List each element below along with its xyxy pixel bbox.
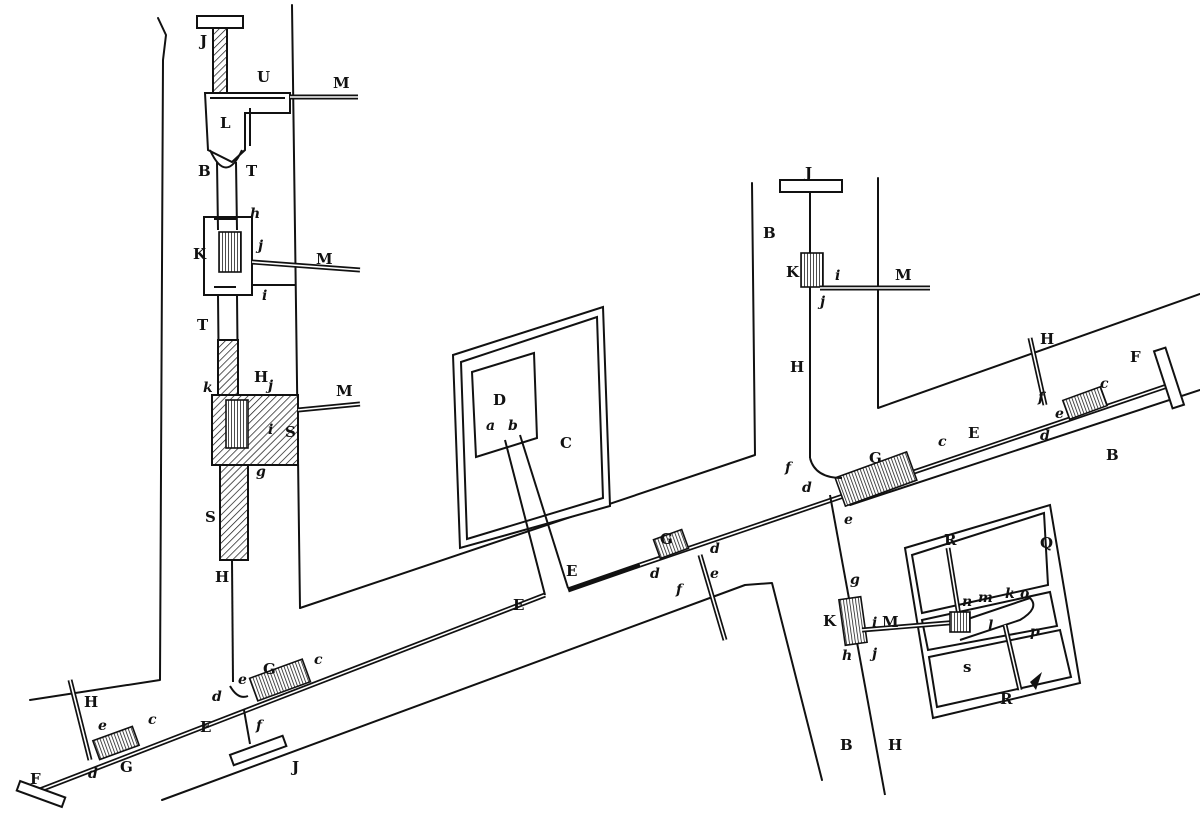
label-b: B bbox=[198, 162, 211, 180]
label-i: i bbox=[268, 422, 273, 438]
label-c-small: c bbox=[314, 652, 323, 668]
label-t: T bbox=[246, 162, 258, 180]
main-tube-center-right bbox=[639, 337, 1186, 641]
label-u: U bbox=[257, 68, 270, 86]
label-d-small: d bbox=[710, 541, 720, 557]
label-i: i bbox=[262, 288, 267, 304]
label-m: M bbox=[316, 250, 333, 268]
label-g: G bbox=[120, 758, 133, 776]
diagram-labels: J U M L B T h K j M i T k H j M i S g S … bbox=[30, 32, 1141, 788]
room-c bbox=[451, 305, 612, 550]
label-o: o bbox=[1020, 586, 1029, 602]
main-tube-bottom-left bbox=[15, 434, 641, 809]
label-e-small: e bbox=[98, 718, 107, 734]
label-m: M bbox=[882, 613, 899, 631]
label-r: R bbox=[1000, 690, 1013, 708]
left-vertical-tube bbox=[196, 15, 361, 683]
label-b: B bbox=[840, 736, 853, 754]
label-h: H bbox=[790, 358, 804, 376]
label-e: E bbox=[200, 718, 211, 736]
label-m: M bbox=[336, 382, 353, 400]
label-m: M bbox=[333, 74, 350, 92]
label-d-small: d bbox=[212, 689, 222, 705]
label-j-small: j bbox=[817, 294, 825, 310]
label-f: F bbox=[30, 770, 41, 788]
label-s: S bbox=[285, 423, 296, 441]
label-m-small: m bbox=[978, 590, 993, 606]
label-k-small: k bbox=[1005, 586, 1015, 602]
label-b: B bbox=[1106, 446, 1119, 464]
label-d-small: d bbox=[1040, 428, 1050, 444]
label-q: Q bbox=[1040, 534, 1053, 552]
label-c-small: c bbox=[938, 434, 947, 450]
label-g: G bbox=[869, 449, 882, 467]
label-m: M bbox=[895, 266, 912, 284]
label-r: R bbox=[944, 531, 957, 549]
label-h: H bbox=[254, 368, 268, 386]
label-t: T bbox=[197, 316, 209, 334]
label-c-small: c bbox=[1100, 376, 1109, 392]
label-f-small: f bbox=[675, 582, 685, 598]
label-k-small: k bbox=[203, 380, 213, 396]
label-d-room: D bbox=[493, 391, 506, 409]
label-i: i bbox=[835, 268, 840, 284]
label-h-small: h bbox=[842, 648, 852, 664]
label-d-small: d bbox=[88, 766, 98, 782]
label-j-small: j bbox=[869, 646, 877, 662]
label-h: H bbox=[215, 568, 229, 586]
right-vertical-tube bbox=[779, 179, 961, 796]
label-e-small: e bbox=[1055, 406, 1064, 422]
label-e: E bbox=[513, 596, 524, 614]
label-e-small: e bbox=[238, 672, 247, 688]
label-b: B bbox=[763, 224, 776, 242]
label-f-small: f bbox=[784, 460, 794, 476]
label-f-small: f bbox=[1037, 390, 1047, 406]
label-b-small: b bbox=[508, 418, 518, 434]
label-n: n bbox=[962, 594, 972, 610]
label-l: L bbox=[220, 114, 231, 132]
label-g-small: g bbox=[850, 572, 860, 588]
label-p: p bbox=[1030, 624, 1040, 640]
label-d-small: d bbox=[802, 480, 812, 496]
label-j: J bbox=[803, 164, 812, 182]
label-i: i bbox=[872, 615, 877, 631]
label-k: K bbox=[823, 612, 837, 630]
label-j-small: j bbox=[265, 378, 273, 394]
label-c-room: C bbox=[560, 434, 572, 452]
label-f: F bbox=[1130, 348, 1141, 366]
label-e: E bbox=[566, 562, 577, 580]
label-s: s bbox=[963, 658, 971, 676]
label-g: g bbox=[256, 464, 266, 480]
label-f-small: f bbox=[255, 718, 265, 734]
label-j: J bbox=[198, 32, 207, 50]
label-h: H bbox=[1040, 330, 1054, 348]
label-a: a bbox=[486, 418, 495, 434]
building-walls bbox=[29, 4, 1200, 801]
receiver-apparatus bbox=[945, 547, 1042, 691]
label-e-small: e bbox=[710, 566, 719, 582]
label-d-small: d bbox=[650, 566, 660, 582]
label-l: l bbox=[988, 618, 993, 634]
label-h: h bbox=[250, 206, 260, 222]
label-g: G bbox=[263, 660, 276, 678]
label-j-small: j bbox=[255, 238, 263, 254]
label-c-small: c bbox=[148, 712, 157, 728]
label-e-small: e bbox=[844, 512, 853, 528]
label-h: H bbox=[888, 736, 902, 754]
label-e: E bbox=[968, 424, 979, 442]
label-k: K bbox=[193, 245, 207, 263]
label-s: S bbox=[205, 508, 216, 526]
label-j: J bbox=[290, 758, 299, 776]
label-g: G bbox=[660, 530, 673, 548]
label-k: K bbox=[786, 263, 800, 281]
label-h: H bbox=[84, 693, 98, 711]
